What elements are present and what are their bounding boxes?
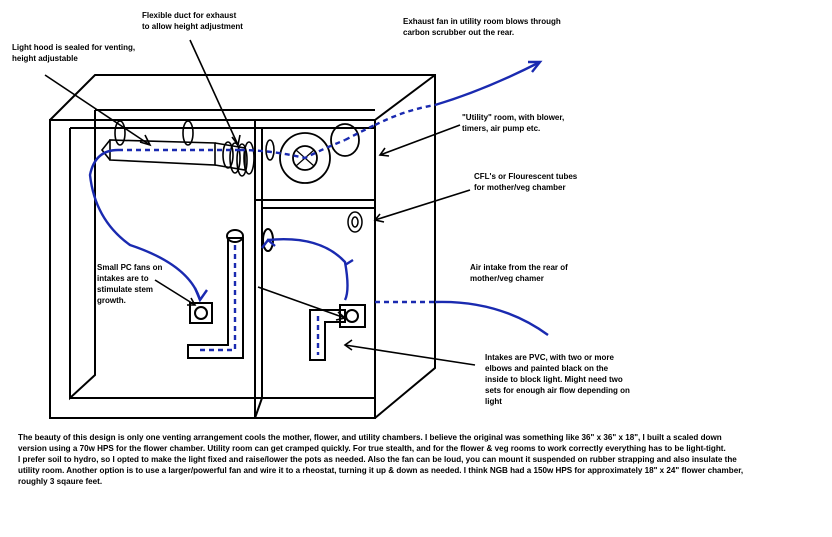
label-air-intake: Air intake from the rear of mother/veg c… bbox=[470, 263, 568, 283]
description-paragraph: The beauty of this design is only one ve… bbox=[18, 432, 818, 487]
cabinet-outline bbox=[49, 74, 436, 419]
description-line: I prefer soil to hydro, so I opted to ma… bbox=[18, 455, 737, 464]
airflow-paths bbox=[88, 60, 549, 355]
description-line: roughly 3 sqaure feet. bbox=[18, 477, 103, 486]
light-hood bbox=[100, 120, 246, 171]
description-line: version using a 70w HPS for the flower c… bbox=[18, 444, 726, 453]
label-exhaust-fan: Exhaust fan in utility room blows throug… bbox=[403, 17, 561, 37]
label-cfl-tubes: CFL's or Flourescent tubes for mother/ve… bbox=[474, 172, 578, 192]
exhaust-blower bbox=[279, 123, 360, 184]
intake-pipe-flower bbox=[187, 228, 274, 359]
label-flexible-duct: Flexible duct for exhaust to allow heigh… bbox=[142, 11, 243, 31]
description-line: The beauty of this design is only one ve… bbox=[18, 433, 722, 442]
cfl-fixture bbox=[347, 211, 363, 233]
label-pc-fans: Small PC fans on intakes are to stimulat… bbox=[97, 263, 163, 305]
label-light-hood: Light hood is sealed for venting, height… bbox=[12, 43, 136, 63]
annotation-arrows bbox=[44, 39, 476, 366]
label-utility-room: "Utility" room, with blower, timers, air… bbox=[462, 113, 565, 133]
label-intakes-pvc: Intakes are PVC, with two or more elbows… bbox=[485, 353, 630, 406]
description-line: utility room. Another option is to use a… bbox=[18, 466, 744, 475]
intake-pipe-veg bbox=[309, 304, 366, 361]
flexible-duct bbox=[222, 139, 275, 177]
